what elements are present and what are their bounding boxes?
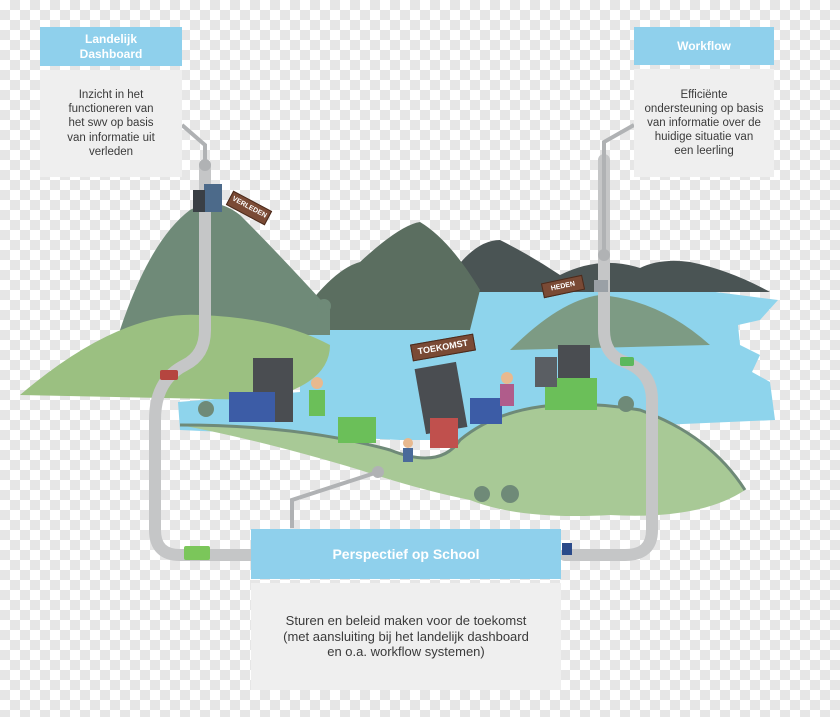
valley: [180, 404, 745, 516]
workflow-description: Efficiënte ondersteuning op basis van in…: [634, 69, 774, 177]
person-small: [403, 448, 413, 462]
green-van: [620, 357, 634, 366]
road-right: [559, 154, 658, 561]
left-green-hill: [20, 314, 330, 400]
workflow-title: Workflow: [634, 27, 774, 65]
blue-building: [229, 392, 275, 422]
middle-hill: [290, 222, 480, 330]
connector-left-node: [199, 159, 211, 171]
tree: [198, 401, 214, 417]
person-green-head: [311, 377, 323, 389]
tower-top: [204, 184, 222, 212]
blue-house: [470, 398, 502, 424]
blue-truck: [562, 543, 572, 555]
green-building: [338, 417, 376, 443]
green-truck: [184, 546, 210, 560]
perspectief-title: Perspectief op School: [251, 529, 561, 579]
toekomst-building: [414, 361, 468, 435]
tower-dark: [193, 190, 205, 212]
red-house: [430, 418, 458, 448]
dashboard-title: Landelijk Dashboard: [40, 27, 182, 66]
tree: [317, 299, 331, 313]
connector-right: [602, 123, 635, 255]
heden-grey: [535, 357, 557, 387]
road: [149, 159, 261, 561]
dashboard-description: Inzicht in het functioneren van het swv …: [40, 70, 182, 177]
connector-right-node: [598, 249, 610, 261]
valley-edge: [179, 402, 747, 491]
tree: [618, 396, 634, 412]
person-pink: [500, 384, 514, 406]
person-pink-head: [501, 372, 513, 384]
tree: [501, 485, 519, 503]
connector-left: [180, 123, 207, 165]
person-green: [309, 390, 325, 416]
person-small-head: [403, 438, 413, 448]
dashboard-mountain: [120, 203, 330, 335]
tree: [474, 486, 490, 502]
connector-bottom-node: [372, 466, 384, 478]
red-car: [160, 370, 178, 380]
small-house: [594, 280, 608, 292]
perspectief-description: Sturen en beleid maken voor de toekomst …: [251, 583, 561, 690]
connector-bottom: [290, 470, 379, 528]
